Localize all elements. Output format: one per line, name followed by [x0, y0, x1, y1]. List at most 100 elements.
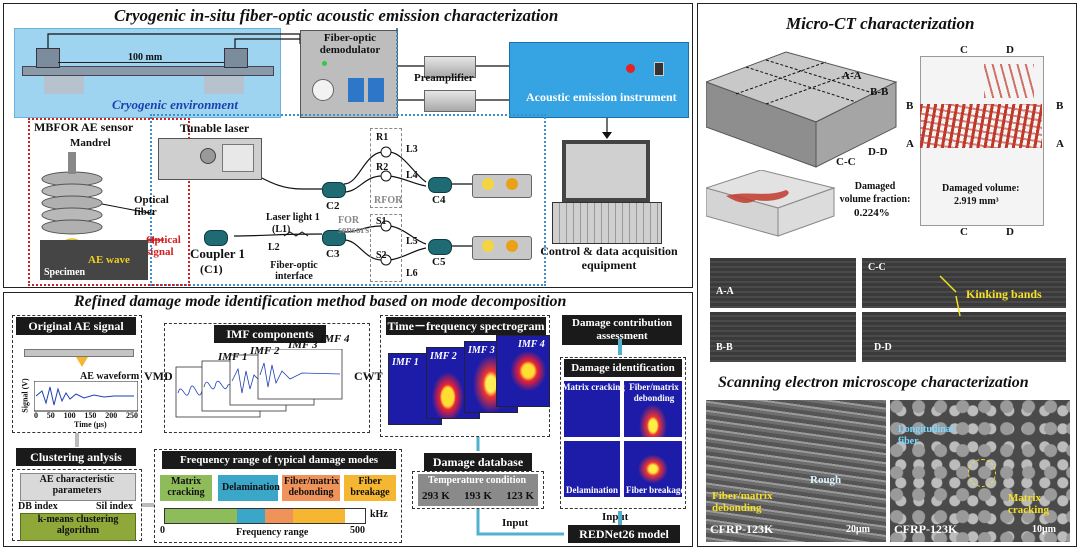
clustering-header: Clustering anlysis	[16, 448, 136, 466]
sig-tick-row: 0 50 100 150 200 250	[34, 411, 138, 420]
laser-screen	[222, 144, 254, 172]
mode-matrix-box	[160, 475, 212, 501]
sem-debond-label: Fiber/matrix debonding	[712, 490, 773, 514]
mode-delam-label: Delamination	[222, 482, 280, 493]
kinking-label: Kinking bands	[966, 287, 1042, 301]
freq-seg-breakage	[293, 509, 345, 523]
demodulator-label: Fiber-optic demodulator	[319, 32, 381, 56]
ct-label-bb: B-B	[870, 86, 889, 98]
sem-title: Scanning electron microscope characteriz…	[718, 374, 1029, 391]
ct-damage-band	[920, 104, 1042, 148]
refined-arrows	[75, 339, 622, 536]
freq-min: 0	[160, 525, 165, 536]
damaged-volume-label: Damaged volume:	[942, 183, 1020, 194]
coupler-1	[204, 230, 228, 246]
temp-box	[418, 474, 538, 506]
id-matrix-img	[564, 381, 620, 437]
sig-tick-5: 250	[125, 411, 138, 420]
contribution-header: Damage contribution assessment	[562, 315, 682, 345]
demodulator-knob	[312, 79, 334, 101]
distance-label: 100 mm	[128, 52, 163, 63]
preamplifier-label: Preamplifier	[414, 72, 474, 84]
demodulator-led	[322, 61, 327, 66]
optical-signal-label: Optical signal	[146, 234, 181, 258]
setup-title: Cryogenic in-situ fiber-optic acoustic e…	[114, 6, 559, 25]
input-label-1: Input	[502, 517, 529, 529]
specimen-block	[40, 240, 148, 280]
ct-mark-a-right: A	[1056, 138, 1064, 150]
sig-tick-3: 150	[84, 411, 97, 420]
laser-dial	[200, 148, 216, 164]
imf1-label: IMF 1	[218, 351, 248, 363]
freq-seg-debonding	[265, 509, 293, 523]
damage-db-header: Damage database	[424, 453, 532, 471]
freq-seg-delamination	[237, 509, 265, 523]
temp-123: 123 K	[506, 490, 534, 502]
orig-signal-header: Original AE signal	[16, 317, 136, 335]
orig-signal-plot	[34, 381, 138, 412]
damage-db-box	[412, 471, 544, 509]
id-breakage-img	[624, 441, 682, 497]
ct-label-aa: A-A	[842, 70, 862, 82]
kmeans-box	[20, 513, 136, 541]
photodetector-2	[472, 236, 532, 260]
imf-plots	[175, 349, 343, 418]
sig-tick-0: 0	[34, 411, 38, 420]
sem-left-name: CFRP-123K	[710, 522, 774, 536]
orig-beam	[24, 349, 134, 357]
sem-left	[706, 400, 886, 542]
s1-label: S1	[376, 216, 387, 227]
mode-debond-box	[282, 475, 340, 501]
sil-index-label: Sil index	[96, 501, 133, 512]
tfs-imf2: IMF 2	[430, 351, 457, 362]
detector-sun-icon-1	[482, 178, 494, 190]
tfs-imf3: IMF 3	[468, 345, 495, 356]
ct-volume	[706, 170, 836, 237]
ct-mark-d-top: D	[1006, 44, 1014, 56]
ae-params-label: AE characteristic parameters	[39, 474, 115, 496]
sig-tick-2: 100	[63, 411, 76, 420]
characterization-panel: Micro-CT characterization A-A B-B C-C D-…	[697, 3, 1077, 547]
sem-left-scale: 20μm	[846, 524, 870, 535]
preamp-lower	[424, 90, 476, 112]
refined-title: Refined damage mode identification metho…	[74, 293, 567, 310]
model-box: REDNet26 model	[568, 525, 680, 543]
cwt-label: CWT	[354, 369, 383, 383]
coupler-5	[428, 239, 452, 255]
sem-crack-circle	[968, 459, 996, 487]
orig-box	[12, 315, 142, 433]
microct-title: Micro-CT characterization	[786, 14, 975, 33]
coupler-4	[428, 177, 452, 193]
mode-breakage-label: Fiber breakage	[350, 476, 390, 498]
slice-aa-label: A-A	[716, 286, 734, 297]
imf3-label: IMF 3	[288, 339, 318, 351]
freq-unit: kHz	[370, 509, 388, 520]
slice-cc-label: C-C	[868, 262, 886, 273]
id-delam-img	[564, 441, 620, 497]
mode-debond-label: Fiber/matrix debonding	[284, 476, 339, 498]
support-left	[44, 76, 84, 94]
slice-dd-label: D-D	[874, 342, 892, 353]
sig-xlabel: Time (μs)	[74, 420, 107, 429]
damaged-fraction-value: 0.224%	[854, 207, 890, 219]
for-sensors-label: FOR sensors	[338, 215, 370, 236]
kmeans-label: k-means clustering algorithm	[37, 514, 119, 536]
mandrel-rod	[68, 152, 76, 174]
ct-damage-top	[984, 64, 1034, 98]
db-index-label: DB index	[18, 501, 58, 512]
ct-mark-b-right: B	[1056, 100, 1064, 112]
ae-wave-label: AE wave	[88, 254, 130, 266]
l6-label: L6	[406, 268, 418, 279]
coupler-2-label: C2	[326, 200, 340, 212]
distance-line	[58, 62, 224, 63]
orig-arrow	[76, 357, 88, 367]
mode-delam-box	[218, 475, 278, 501]
test-fixture	[22, 66, 274, 76]
specimen-label: Specimen	[44, 267, 86, 278]
id-breakage-label: Fiber breakage	[626, 485, 685, 495]
preamp-upper	[424, 56, 476, 78]
ct-mark-c-top: C	[960, 44, 968, 56]
slice-aa	[710, 258, 856, 308]
ae-waveform-label: AE waveform	[80, 371, 140, 382]
